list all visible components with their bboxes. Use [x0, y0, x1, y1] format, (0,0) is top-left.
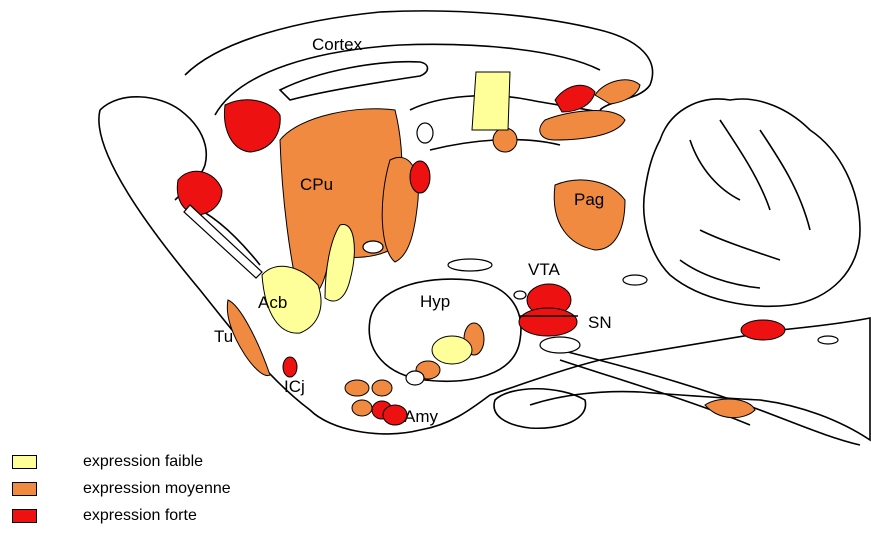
- white-oval-f: [406, 371, 424, 385]
- label-pag: Pag: [574, 190, 604, 209]
- brainstem-lines: [540, 345, 860, 445]
- region-upper-right: [595, 80, 640, 104]
- label-icj: ICj: [284, 377, 305, 396]
- legend-item-forte: expression forte: [12, 502, 231, 529]
- label-vta: VTA: [528, 260, 560, 279]
- label-tu: Tu: [214, 327, 233, 346]
- legend-swatch-moyenne: [12, 482, 37, 496]
- label-hyp: Hyp: [420, 292, 450, 311]
- white-oval-h: [818, 336, 838, 344]
- label-sn: SN: [588, 313, 612, 332]
- region-sn: [519, 308, 577, 336]
- region-amy-top: [345, 380, 369, 396]
- region-thalamus-yellow: [472, 72, 510, 130]
- region-brainstem-red: [741, 320, 785, 340]
- white-oval-a: [363, 241, 383, 253]
- region-brainstem-low: [705, 399, 755, 418]
- white-oval-c: [514, 291, 526, 299]
- region-hyp-yellow: [432, 336, 472, 364]
- legend-item-moyenne: expression moyenne: [12, 475, 231, 502]
- region-olfactory-red: [177, 171, 222, 215]
- label-cortex: Cortex: [312, 35, 363, 54]
- cerebellum-folia: [680, 120, 810, 288]
- legend-item-faible: expression faible: [12, 448, 231, 475]
- region-colliculus: [540, 111, 625, 140]
- region-red-small: [410, 161, 430, 193]
- legend-label-faible: expression faible: [83, 453, 203, 471]
- cortex-inner: [215, 44, 600, 115]
- region-thalamus-small: [493, 128, 517, 152]
- label-cpu: CPu: [300, 175, 333, 194]
- region-amy-mid: [372, 380, 392, 396]
- white-oval-e: [448, 259, 492, 271]
- legend-label-forte: expression forte: [83, 507, 197, 525]
- legend-label-moyenne: expression moyenne: [83, 480, 231, 498]
- region-red-upper-right: [555, 85, 595, 112]
- legend-swatch-forte: [12, 509, 37, 523]
- corpus-callosum: [280, 62, 428, 100]
- label-amy: Amy: [404, 407, 439, 426]
- pons-outline: [494, 389, 586, 429]
- white-oval-d: [623, 275, 647, 285]
- white-tract-olfactory: [184, 205, 262, 278]
- legend-swatch-faible: [12, 455, 37, 469]
- cerebellum-outline: [644, 99, 860, 306]
- region-amy-low: [352, 400, 372, 416]
- region-cortex-red: [224, 100, 280, 152]
- legend: expression faible expression moyenne exp…: [12, 448, 231, 529]
- white-oval-b: [417, 123, 433, 143]
- label-acb: Acb: [258, 293, 287, 312]
- region-icj: [283, 357, 297, 377]
- white-oval-g: [540, 337, 580, 353]
